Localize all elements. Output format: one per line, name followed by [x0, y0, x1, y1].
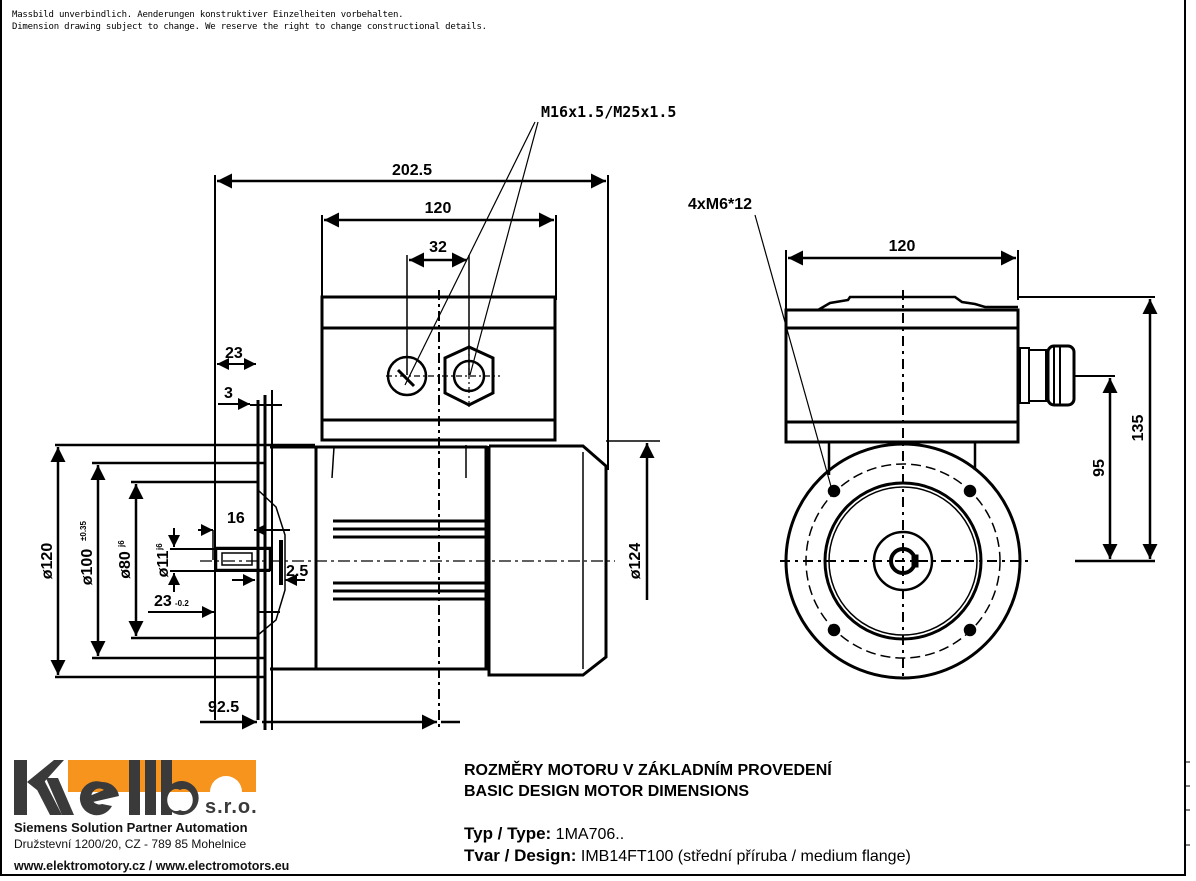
dim-label-shaft-length: 23 [154, 593, 172, 610]
title-en: BASIC DESIGN MOTOR DIMENSIONS [464, 783, 750, 800]
design-value: IMB14FT100 (střední příruba / medium fla… [580, 848, 911, 865]
bolt-label: 4xM6*12 [688, 196, 752, 213]
design-label: Tvar / Design: [464, 846, 577, 865]
dim-label-terminal-box-length: 120 [425, 200, 452, 217]
company-address: Družstevní 1200/20, CZ - 789 85 Mohelnic… [14, 837, 247, 851]
type-row: Typ / Type: 1MA706.. [464, 823, 911, 845]
title-cz: ROZMĚRY MOTORU V ZÁKLADNÍM PROVEDENÍ [464, 762, 832, 779]
dim-label-key-length: 16 [227, 510, 245, 527]
title-block: ROZMĚRY MOTORU V ZÁKLADNÍM PROVEDENÍ BAS… [464, 760, 911, 867]
company-info: Siemens Solution Partner Automation Druž… [14, 820, 289, 874]
dim-label-gland-height: 95 [1091, 459, 1108, 477]
dim-label-shaft-dia: ø11 [155, 551, 172, 578]
disclaimer-en: Dimension drawing subject to change. We … [12, 22, 487, 32]
frame-ticks [1184, 761, 1190, 846]
logo-wordmark [14, 760, 199, 816]
dim-label-flange-thickness: 3 [224, 385, 233, 402]
cable-gland-label: M16x1.5/M25x1.5 [541, 103, 676, 121]
dim-label-shaft-tol: j6 [155, 543, 164, 551]
company-partner: Siemens Solution Partner Automation [14, 820, 248, 835]
dim-label-shaft-shoulder: 2.5 [286, 563, 308, 580]
dim-label-gland-spacing: 32 [429, 239, 447, 256]
dim-label-bolt-circle: ø100 [79, 549, 96, 586]
dim-label-flange-offset: 23 [225, 345, 243, 362]
company-logo [14, 760, 256, 816]
logo-suffix: s.r.o. [205, 796, 258, 818]
dim-label-center-offset: 92.5 [208, 699, 239, 716]
dim-label-terminal-box-width: 120 [889, 238, 916, 255]
front-view [754, 214, 1158, 680]
dim-label-bolt-circle-tol: ±0.35 [79, 520, 88, 541]
dim-label-body-dia: ø124 [627, 543, 644, 580]
dim-label-spigot-dia: ø80 [117, 551, 134, 579]
dim-label-overall-length: 202.5 [392, 162, 432, 179]
type-label: Typ / Type: [464, 824, 552, 843]
design-row: Tvar / Design: IMB14FT100 (střední příru… [464, 845, 911, 867]
dim-label-spigot-tol: j6 [117, 540, 126, 548]
dim-label-flange-dia: ø120 [39, 543, 56, 580]
type-value: 1MA706.. [555, 826, 625, 843]
company-web-links[interactable]: www.elektromotory.cz / www.electromotors… [14, 859, 290, 873]
dim-label-shaft-length-tol: -0.2 [175, 599, 189, 608]
disclaimer: Massbild unverbindlich. Aenderungen kons… [12, 9, 487, 33]
side-view [50, 121, 660, 730]
disclaimer-de: Massbild unverbindlich. Aenderungen kons… [12, 10, 404, 20]
dim-label-total-height: 135 [1130, 415, 1147, 442]
